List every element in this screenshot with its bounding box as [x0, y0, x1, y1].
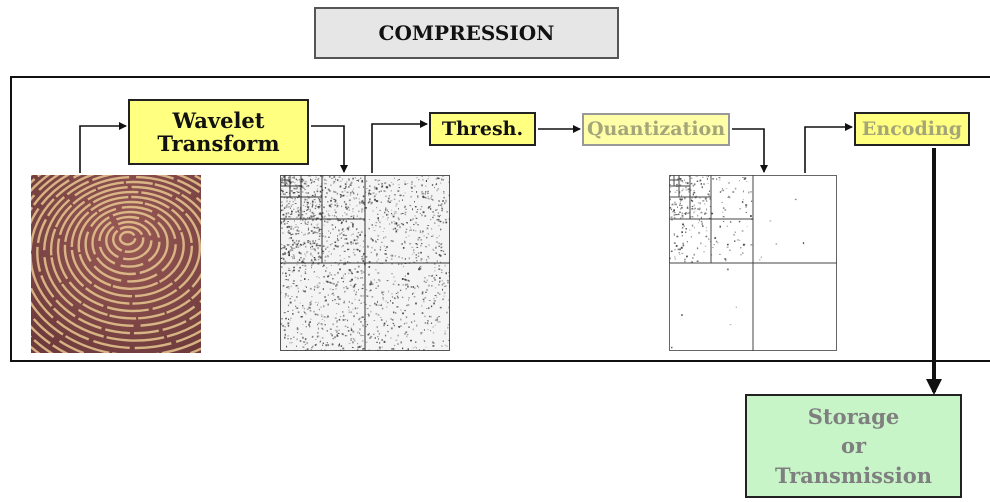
threshold-step: Thresh.	[429, 112, 536, 146]
fingerprint-image	[31, 175, 201, 353]
quantized-subbands-image	[669, 175, 837, 351]
diagram-title: COMPRESSION	[314, 7, 619, 59]
output-line2: or	[840, 433, 867, 459]
quantization-step: Quantization	[582, 113, 730, 146]
output-line1: Storage	[807, 403, 900, 429]
wavelet-transform-step: Wavelet Transform	[128, 99, 309, 165]
encoding-label: Encoding	[861, 117, 963, 140]
threshold-label: Thresh.	[441, 117, 524, 140]
encoding-step: Encoding	[854, 112, 970, 146]
quantization-label: Quantization	[586, 118, 726, 141]
storage-output-step: Storage or Transmission	[745, 394, 962, 498]
wavelet-subbands-image	[280, 175, 450, 351]
diagram-title-text: COMPRESSION	[378, 21, 555, 45]
wavelet-line2: Transform	[157, 131, 280, 156]
wavelet-line1: Wavelet	[172, 107, 265, 133]
output-line3: Transmission	[775, 462, 932, 488]
